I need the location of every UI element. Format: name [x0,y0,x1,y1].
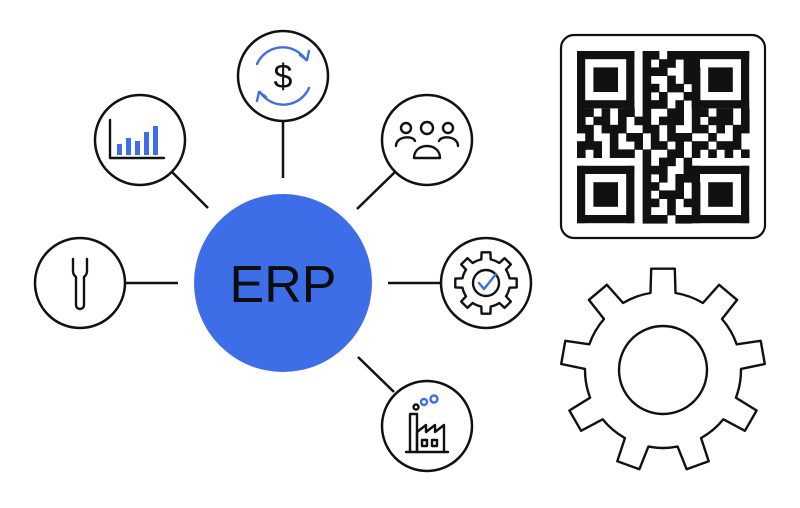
chart-bar-2 [126,138,131,155]
dollar-sign: $ [274,58,293,96]
connector-chart [171,171,209,209]
qr-finder-bottom-left [577,165,635,174]
gear-check-icon [439,236,533,330]
qr-finder-bottom-right [691,165,750,174]
dollar-cycle-icon: $ [236,29,330,123]
factory-icon [380,379,474,473]
chart-bar-1 [117,144,122,155]
chart-bar-5 [153,126,158,155]
connector-lines [126,116,440,393]
qr-finder-top-right [691,51,750,60]
erp-hub-label: ERP [230,256,337,314]
chart-bar-3 [135,141,140,155]
connector-factory [357,356,395,393]
connector-people [356,171,396,210]
chart-bar-4 [144,132,149,155]
erp-hub: ERP [194,194,372,372]
large-gear-icon [560,267,766,471]
wrench-icon [33,236,127,330]
bar-chart-icon [93,93,187,187]
qr-finder-top-left [577,51,635,60]
small-gear-outline [454,251,518,315]
erp-hub-circle [194,194,372,372]
people-group-icon [380,93,474,187]
qr-code-icon [559,33,767,240]
